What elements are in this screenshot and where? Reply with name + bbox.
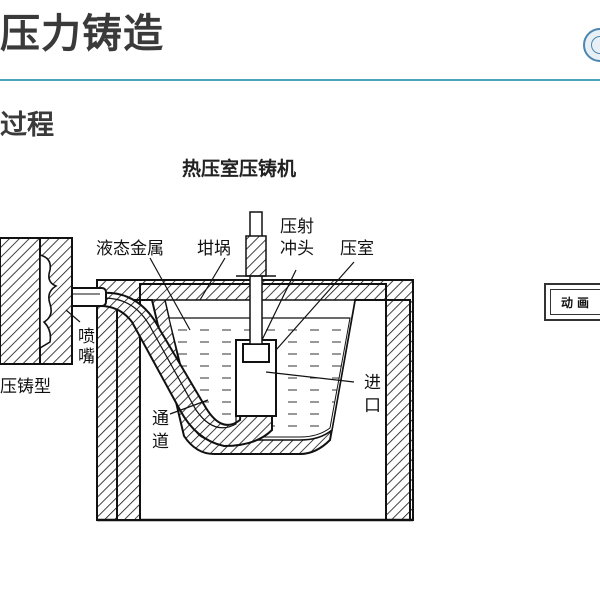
label-pressure-chamber: 压室 (340, 239, 374, 259)
page-title: 压力铸造 (0, 11, 164, 57)
label-die: 压铸型 (0, 377, 51, 397)
pressure-chamber (235, 339, 277, 417)
header-divider (0, 79, 600, 81)
label-inlet-line1: 进 (364, 373, 381, 393)
label-liquid-metal: 液态金属 (96, 239, 164, 259)
label-crucible: 坩埚 (197, 239, 231, 259)
label-plunger-line1: 压射 (280, 217, 314, 237)
leader-lines (65, 257, 355, 415)
section-title: 过程 (0, 110, 54, 141)
label-channel-line2: 道 (152, 432, 169, 452)
label-inlet-line2: 口 (364, 396, 381, 416)
plunger (236, 211, 276, 345)
diagram-title: 热压室压铸机 (182, 158, 297, 180)
gooseneck-channel (99, 291, 273, 448)
label-nozzle-line1: 喷嘴 (78, 327, 95, 367)
animation-button-label: 动画 (550, 289, 600, 315)
die-casting-mold (0, 237, 73, 365)
animation-button[interactable]: 动画 (544, 283, 600, 321)
label-channel-line1: 通 (152, 409, 169, 429)
label-plunger-line2: 冲头 (280, 239, 314, 259)
